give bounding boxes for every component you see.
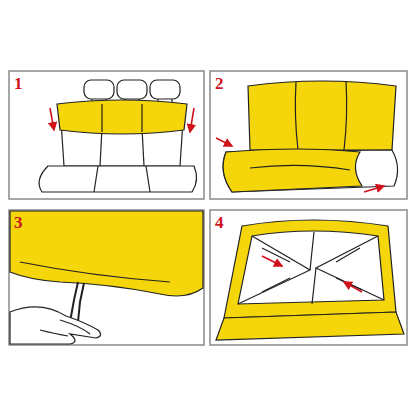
- elastic-strap: [238, 236, 310, 304]
- seat-step-1: [39, 80, 196, 192]
- direction-arrow: [344, 282, 362, 292]
- seat-back: [248, 81, 396, 150]
- fold-line: [262, 248, 362, 292]
- seam-line: [94, 166, 98, 192]
- seat-cushion: [216, 312, 404, 340]
- direction-arrow: [262, 256, 282, 266]
- direction-arrow: [50, 108, 54, 130]
- callout-number: 2: [215, 75, 224, 92]
- panel-frame: [9, 210, 204, 345]
- seat-cushion: [39, 166, 196, 192]
- callout-number: 1: [14, 75, 23, 92]
- panel-frame: [210, 71, 407, 199]
- elastic-strap: [310, 232, 316, 304]
- fold-line: [250, 165, 350, 170]
- seam-line: [344, 81, 347, 150]
- headrest: [117, 80, 147, 99]
- strap: [70, 282, 78, 322]
- seam-line: [295, 82, 298, 150]
- direction-arrow: [364, 186, 384, 192]
- headrest: [84, 80, 114, 99]
- seam-line: [101, 104, 102, 132]
- finger-line: [60, 320, 90, 334]
- seat-step-3: [10, 211, 203, 344]
- seat-back-inner: [238, 231, 384, 304]
- seat-cover-closeup: [10, 211, 203, 296]
- seat-cushion: [223, 150, 397, 192]
- seam-line: [146, 166, 150, 192]
- callout-number: 4: [215, 214, 224, 231]
- seat-back-rear: [224, 220, 396, 318]
- seat-step-4: [216, 220, 404, 340]
- headrest: [150, 80, 180, 99]
- seam-line: [141, 104, 142, 132]
- fold-line: [20, 262, 170, 282]
- seat-step-2: [223, 81, 397, 192]
- direction-arrow: [216, 138, 232, 146]
- hand: [10, 307, 101, 344]
- finger-line: [40, 330, 68, 336]
- seat-cover: [57, 100, 187, 134]
- strap: [78, 283, 84, 322]
- panel-frame: [9, 71, 204, 199]
- panel-frame: [210, 210, 407, 345]
- callout-number: 3: [14, 214, 23, 231]
- seat-cover: [223, 149, 362, 192]
- elastic-strap: [316, 236, 384, 300]
- direction-arrow: [190, 108, 194, 132]
